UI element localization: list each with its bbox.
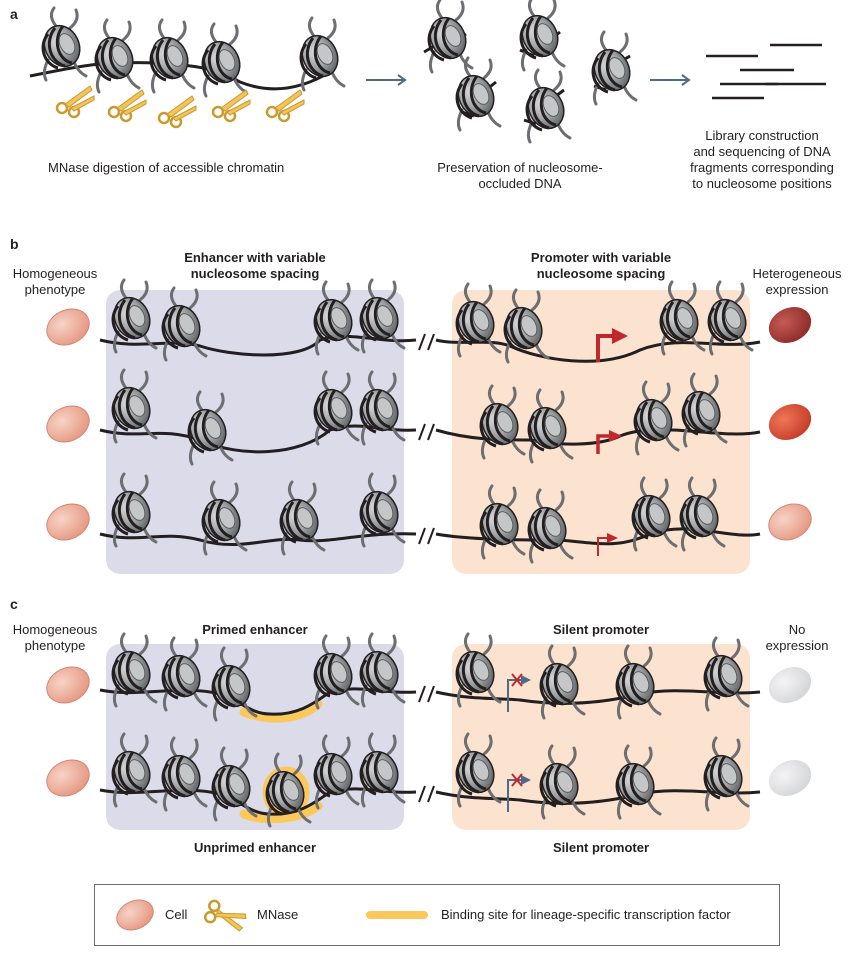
legend-box: Cell MNase Binding site for lineage-spec… — [94, 884, 780, 946]
blocked-tss-arrow-icon — [507, 679, 524, 712]
nucleosome-icon — [196, 22, 248, 98]
nucleosome-icon — [294, 16, 346, 92]
panel-label-c: c — [10, 596, 18, 612]
arrow-right-icon — [650, 74, 691, 86]
legend-cell-label: Cell — [165, 907, 188, 922]
scissors-icon — [107, 88, 148, 123]
cell-icon — [46, 666, 90, 704]
title-enhancer-variable: Enhancer with variable nucleosome spacin… — [140, 250, 370, 282]
nucleosome-icon — [520, 68, 572, 144]
break-mark-icon — [418, 423, 435, 441]
label-line: phenotype — [24, 282, 86, 297]
break-mark-icon — [418, 333, 435, 351]
tss-arrow-icon — [597, 537, 610, 556]
cross-icon — [511, 773, 523, 787]
title-primed-enhancer: Primed enhancer — [202, 622, 308, 637]
chromatin-row — [99, 278, 761, 364]
title-promoter-variable: Promoter with variable nucleosome spacin… — [486, 250, 716, 282]
sequencing-fragments — [706, 43, 826, 100]
nucleosome-icon — [144, 18, 196, 94]
panel-label-b: b — [10, 236, 19, 252]
nucleosome-icon — [450, 56, 502, 132]
title-line: Promoter with variable — [530, 250, 672, 265]
label-line: Heterogeneous — [752, 266, 842, 281]
break-mark-icon — [418, 527, 435, 545]
scissors-icon — [55, 84, 96, 119]
chromatin-row — [99, 368, 761, 466]
chromatin-row — [99, 632, 761, 723]
blocked-tss-arrow-icon — [507, 779, 524, 812]
label-line: expression — [765, 282, 829, 297]
scissors-icon — [265, 88, 306, 123]
caption-preservation: Preservation of nucleosome- occluded DNA — [420, 160, 620, 192]
caption-preservation-line2: occluded DNA — [478, 176, 562, 191]
scissors-icon — [211, 88, 252, 123]
label-line: expression — [765, 638, 829, 653]
scissors-icon — [157, 94, 198, 129]
panel-label-a: a — [10, 6, 18, 22]
promoter-region-b — [452, 290, 750, 574]
cross-icon — [511, 673, 523, 687]
cell-mid-expression-icon — [768, 404, 812, 440]
break-mark-icon — [418, 685, 435, 703]
title-silent-promoter-bottom: Silent promoter — [552, 840, 650, 855]
label-heterogeneous-expression: Heterogeneous expression — [738, 266, 856, 298]
caption-library-line1: Library construction — [705, 128, 819, 143]
panel-a-graphics — [29, 0, 826, 144]
chromatin-row — [99, 732, 761, 828]
caption-library-line2: and sequencing of DNA — [693, 144, 831, 159]
label-line: No — [788, 622, 806, 637]
scissors-icon — [203, 899, 247, 932]
legend-binding-site-label: Binding site for lineage-specific transc… — [441, 907, 731, 922]
label-line: Homogeneous — [12, 622, 98, 637]
caption-library-line3: fragments corresponding — [690, 160, 834, 175]
label-homogeneous-b: Homogeneous phenotype — [0, 266, 110, 298]
title-line: nucleosome spacing — [190, 266, 320, 281]
title-unprimed-enhancer: Unprimed enhancer — [193, 840, 317, 855]
nucleosome-icon — [89, 18, 141, 94]
label-no-expression: No expression — [738, 622, 856, 654]
title-line: nucleosome spacing — [536, 266, 666, 281]
enhancer-region-c — [106, 644, 404, 830]
break-mark-icon — [418, 785, 435, 803]
cell-no-expression-icon — [768, 760, 812, 796]
legend-mnase-label: MNase — [257, 907, 299, 922]
panel-b-graphics — [46, 278, 812, 574]
title-silent-promoter-top: Silent promoter — [552, 622, 650, 637]
enhancer-region-b — [106, 290, 404, 574]
cell-no-expression-icon — [768, 667, 812, 703]
cell-icon — [46, 503, 90, 541]
label-line: phenotype — [24, 638, 86, 653]
tss-arrow-icon — [596, 434, 612, 454]
nucleosome-icon — [514, 0, 566, 72]
cell-high-expression-icon — [768, 307, 812, 343]
caption-library: Library construction and sequencing of D… — [672, 128, 852, 192]
cell-icon — [46, 308, 90, 346]
cell-icon — [46, 759, 90, 797]
preserved-nucleosomes — [422, 0, 638, 144]
tf-binding-site — [239, 801, 323, 824]
cell-low-expression-icon — [768, 503, 812, 541]
panel-c-graphics — [46, 632, 812, 830]
cell-icon — [46, 405, 90, 443]
title-line: Enhancer with variable — [184, 250, 326, 265]
nucleosome-icon — [586, 30, 638, 106]
caption-mnase-digestion: MNase digestion of accessible chromatin — [48, 160, 285, 175]
label-line: Homogeneous — [12, 266, 98, 281]
caption-library-line4: to nucleosome positions — [692, 176, 832, 191]
chromatin-row — [99, 472, 761, 564]
arrow-right-icon — [366, 74, 407, 86]
label-homogeneous-c: Homogeneous phenotype — [0, 622, 110, 654]
tss-arrow-icon — [596, 334, 616, 362]
caption-preservation-line1: Preservation of nucleosome- — [437, 160, 603, 175]
cell-icon — [116, 899, 154, 931]
legend-graphics — [116, 899, 428, 932]
